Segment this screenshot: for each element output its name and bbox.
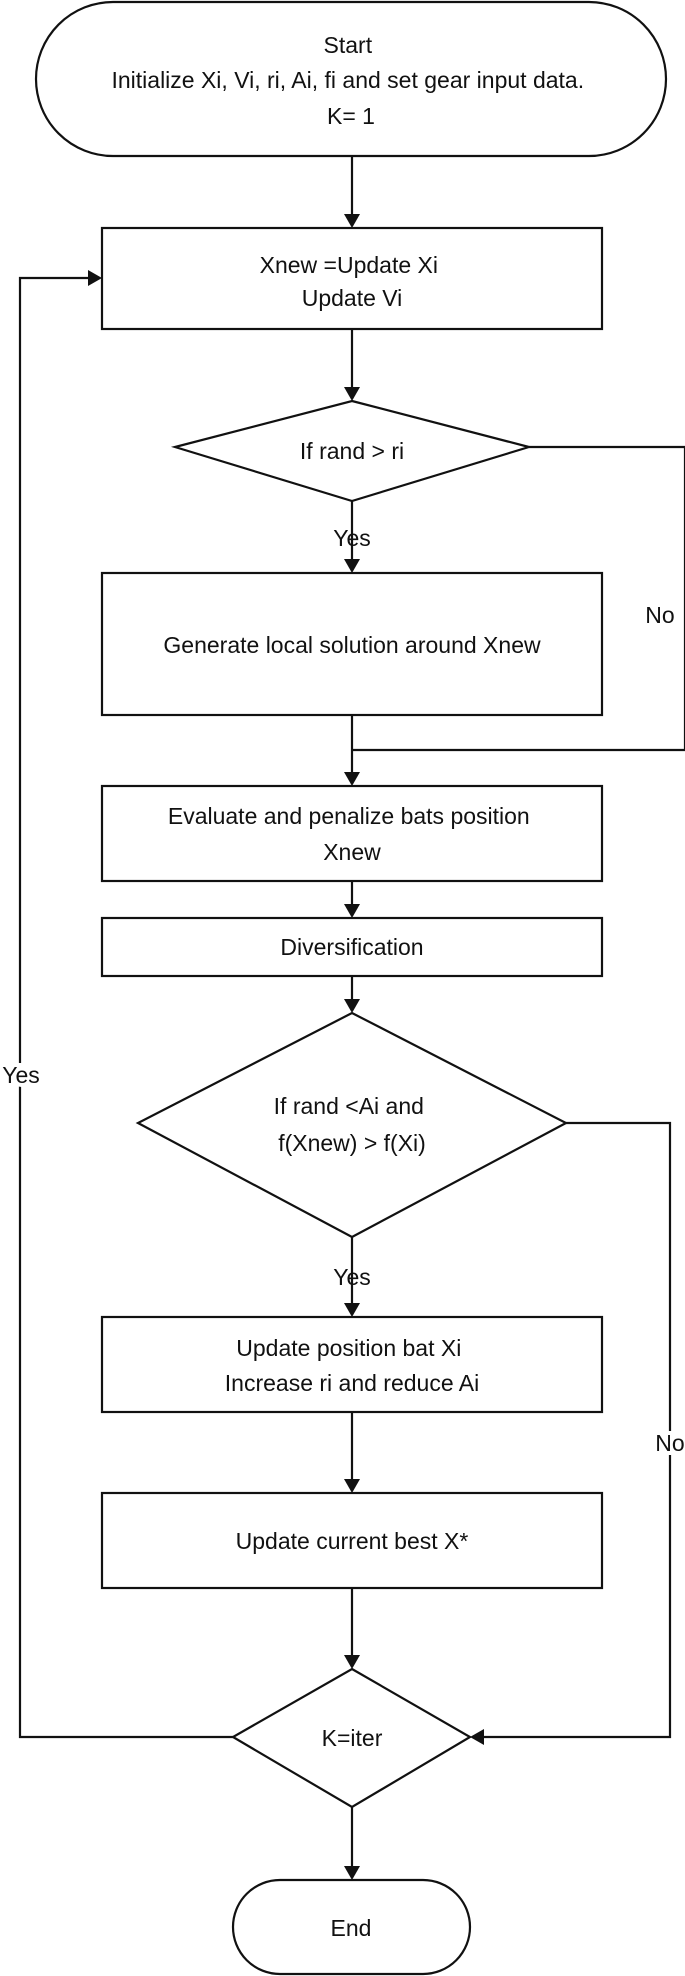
update-position-box: Update position bat Xi Increase ri and r… bbox=[100, 1315, 604, 1414]
edge-labels: Yes No Yes No Yes bbox=[0, 525, 685, 1460]
start-k-line: K= 1 bbox=[327, 103, 375, 129]
arrowhead bbox=[344, 1479, 360, 1493]
evaluate-box: Evaluate and penalize bats position Xnew bbox=[100, 784, 604, 883]
label-ri-no: No bbox=[645, 602, 674, 628]
update-best-label: Update current best X* bbox=[236, 1528, 469, 1554]
update-position-line: Update position bat Xi bbox=[236, 1335, 461, 1361]
end-label: End bbox=[331, 1915, 372, 1941]
decision-ai-line-1: If rand <Ai and bbox=[274, 1093, 424, 1119]
arrowhead bbox=[344, 772, 360, 786]
update-xi-vi-box: Xnew =Update Xi Update Vi bbox=[100, 226, 604, 331]
arrowhead bbox=[88, 270, 102, 286]
decision-rand-ri: If rand > ri bbox=[170, 399, 534, 503]
label-ai-no: No bbox=[655, 1430, 684, 1456]
update-xi-vi-label: Xnew =Update Xi Update Vi bbox=[260, 252, 445, 311]
arrowhead bbox=[344, 387, 360, 401]
decision-ri-label: If rand > ri bbox=[300, 438, 404, 464]
decision-ai-line-2: f(Xnew) > f(Xi) bbox=[278, 1130, 426, 1156]
label-ri-yes: Yes bbox=[333, 525, 371, 551]
arrowhead bbox=[344, 1655, 360, 1669]
evaluate-label: Evaluate and penalize bats position Xnew bbox=[168, 803, 536, 865]
edge-ai-no bbox=[484, 1121, 672, 1739]
arrowhead bbox=[344, 1303, 360, 1317]
arrowhead bbox=[470, 1729, 484, 1745]
start-init-line: Initialize Xi, Vi, ri, Ai, fi and set ge… bbox=[111, 67, 584, 93]
local-solution-label: Generate local solution around Xnew bbox=[163, 632, 541, 658]
update-best-box: Update current best X* bbox=[100, 1491, 604, 1590]
connectors bbox=[18, 156, 685, 1880]
edge-ri-no bbox=[352, 445, 685, 752]
update-xi-line: Xnew =Update Xi bbox=[260, 252, 438, 278]
decision-rand-ai: If rand <Ai and f(Xnew) > f(Xi) bbox=[135, 1011, 569, 1239]
label-iter-yes: Yes bbox=[2, 1062, 40, 1088]
decision-ai-label: If rand <Ai and f(Xnew) > f(Xi) bbox=[274, 1093, 431, 1156]
start-line: Start bbox=[324, 32, 373, 58]
diversification-label: Diversification bbox=[280, 934, 423, 960]
decision-k-iter: K=iter bbox=[230, 1667, 473, 1809]
start-terminal: Start Initialize Xi, Vi, ri, Ai, fi and … bbox=[34, 0, 668, 158]
start-label: Start Initialize Xi, Vi, ri, Ai, fi and … bbox=[111, 32, 590, 129]
update-position-label: Update position bat Xi Increase ri and r… bbox=[225, 1335, 479, 1396]
edge-iter-yes bbox=[18, 276, 233, 1739]
arrowhead bbox=[344, 214, 360, 228]
increase-ri-line: Increase ri and reduce Ai bbox=[225, 1370, 479, 1396]
arrowhead bbox=[344, 999, 360, 1013]
arrowhead bbox=[344, 559, 360, 573]
decision-iter-label: K=iter bbox=[322, 1725, 383, 1751]
arrowhead bbox=[344, 1866, 360, 1880]
end-terminal: End bbox=[231, 1878, 472, 1976]
arrowhead bbox=[344, 904, 360, 918]
update-vi-line: Update Vi bbox=[302, 285, 403, 311]
diversification-box: Diversification bbox=[100, 916, 604, 978]
evaluate-xnew-line: Xnew bbox=[323, 839, 381, 865]
label-ai-yes: Yes bbox=[333, 1264, 371, 1290]
local-solution-box: Generate local solution around Xnew bbox=[100, 571, 604, 717]
evaluate-line: Evaluate and penalize bats position bbox=[168, 803, 530, 829]
